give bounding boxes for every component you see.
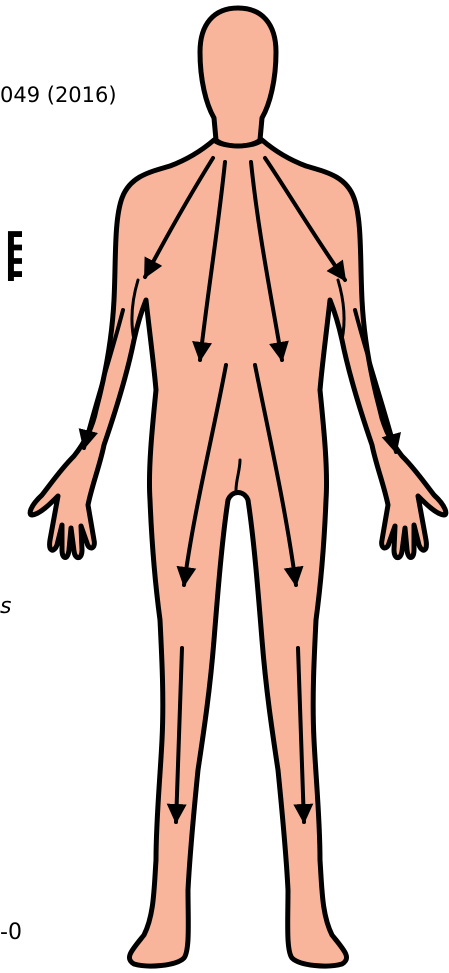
body-silhouette bbox=[30, 8, 446, 966]
torso-and-arms bbox=[30, 140, 446, 966]
head bbox=[200, 8, 276, 146]
